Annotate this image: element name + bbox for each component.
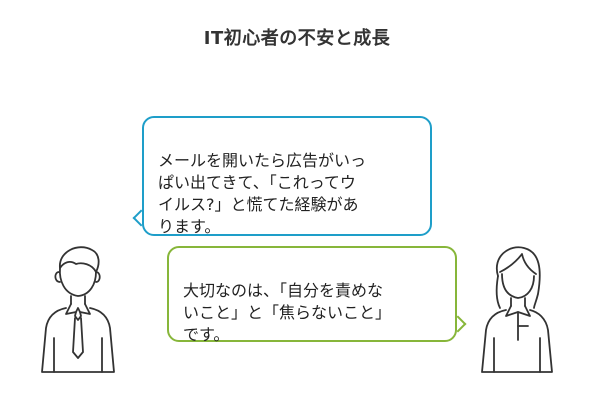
woman-icon [481,246,553,373]
speech-bubble-left-text: メールを開いたら広告がいっ ぱい出てきて、「これってウ イルス?」と慌てた経験が… [158,151,367,236]
man-figure [38,242,118,382]
diagram-title: IT初心者の不安と成長 [203,28,391,49]
speech-bubble-right: 大切なのは、「自分を責めな いこと」と「焦らないこと」 です。 [167,246,457,344]
speech-bubble-right-text: 大切なのは、「自分を責めな いこと」と「焦らないこと」 です。 [183,281,392,344]
speech-bubble-left: メールを開いたら広告がいっ ぱい出てきて、「これってウ イルス?」と慌てた経験が… [142,116,432,236]
woman-figure [476,242,556,382]
man-icon [41,246,115,373]
